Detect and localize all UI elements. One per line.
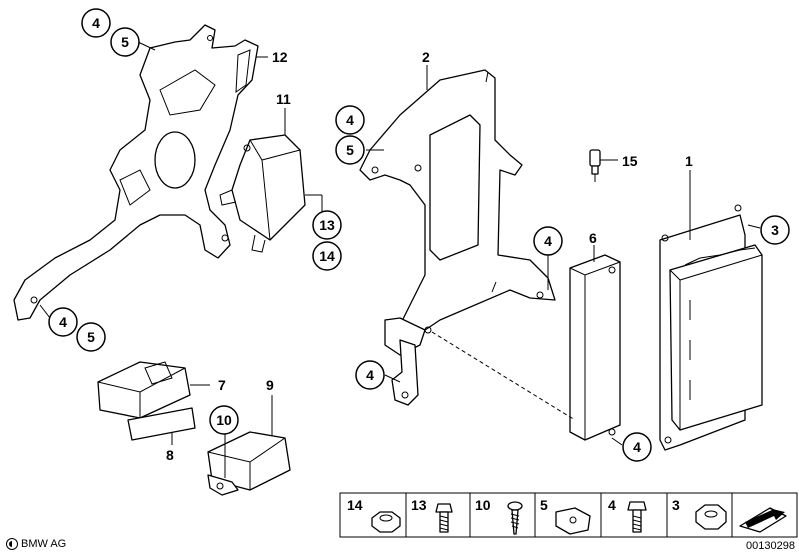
callout-5-mid: 5	[335, 135, 365, 165]
control-unit-part-1	[659, 204, 763, 451]
svg-text:4: 4	[366, 367, 374, 383]
module-part-7	[97, 361, 191, 419]
bmw-logo-icon	[6, 538, 18, 550]
brand-text: BMW AG	[21, 538, 67, 550]
callout-10: 10	[209, 405, 239, 435]
callout-5-bottom-left: 5	[76, 322, 106, 352]
label-11: 11	[276, 91, 291, 107]
callout-4-mid: 4	[335, 105, 365, 135]
leader-lines	[39, 41, 761, 478]
svg-text:13: 13	[411, 497, 427, 513]
label-7: 7	[218, 377, 226, 393]
callout-13: 13	[312, 210, 342, 240]
callout-5-top-left: 5	[110, 27, 140, 57]
bracket-part-12	[13, 24, 259, 321]
alignment-line	[431, 331, 576, 421]
legend-item-5: 5	[540, 497, 591, 535]
svg-text:5: 5	[87, 329, 95, 345]
callout-4-bottom-right: 4	[622, 432, 652, 462]
legend-item-3: 3	[672, 497, 727, 530]
svg-text:14: 14	[347, 497, 363, 513]
sensor-part-15	[589, 149, 618, 182]
svg-text:3: 3	[672, 497, 680, 513]
callout-4-bottom-left: 4	[48, 307, 78, 337]
document-number: 00130298	[746, 540, 795, 552]
callout-4-center: 4	[533, 226, 563, 256]
bracket-part-2	[359, 69, 556, 406]
label-9: 9	[266, 377, 274, 393]
svg-text:4: 4	[59, 314, 67, 330]
svg-text:3: 3	[771, 222, 779, 238]
label-2: 2	[422, 49, 430, 65]
svg-text:4: 4	[544, 233, 552, 249]
svg-text:13: 13	[319, 217, 335, 233]
callout-4-top-left: 4	[81, 8, 111, 38]
legend-item-13: 13	[411, 497, 453, 533]
legend-item-4: 4	[608, 497, 647, 533]
legend-item-10: 10	[475, 497, 523, 535]
callout-14: 14	[312, 241, 342, 271]
control-unit-part-11	[219, 134, 306, 253]
direction-arrow-icon	[739, 507, 787, 533]
label-12: 12	[272, 49, 288, 65]
fastener-legend: 14 13 10 5 4	[339, 492, 798, 538]
svg-text:4: 4	[608, 497, 616, 513]
svg-text:4: 4	[92, 15, 100, 31]
pad-part-8	[127, 407, 196, 441]
label-15: 15	[622, 153, 638, 169]
label-6: 6	[589, 230, 597, 246]
module-part-6	[569, 254, 621, 441]
label-8: 8	[166, 447, 174, 463]
brand-footer: BMW AG	[6, 538, 66, 550]
callout-4-lower-center: 4	[355, 360, 385, 390]
svg-text:14: 14	[319, 248, 335, 264]
svg-text:10: 10	[216, 412, 232, 428]
svg-text:5: 5	[540, 497, 548, 513]
svg-text:10: 10	[475, 497, 491, 513]
legend-item-14: 14	[347, 497, 401, 533]
label-1: 1	[685, 153, 693, 169]
module-part-9	[207, 431, 291, 496]
svg-text:4: 4	[346, 112, 354, 128]
callout-3-right: 3	[760, 215, 790, 245]
svg-text:5: 5	[346, 142, 354, 158]
svg-text:5: 5	[121, 34, 129, 50]
svg-text:4: 4	[633, 439, 641, 455]
